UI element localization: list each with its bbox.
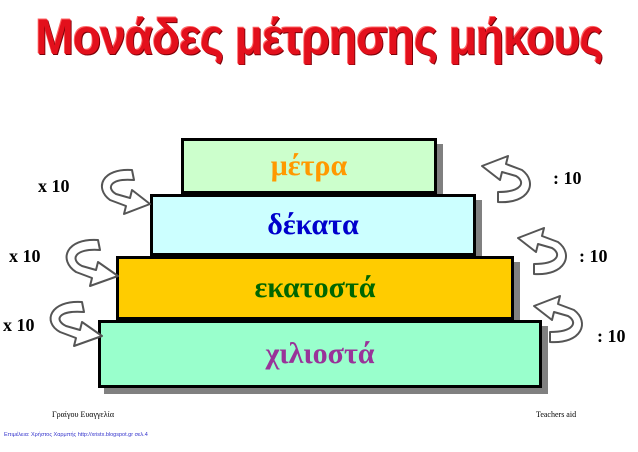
curved-arrow-up-icon: [533, 295, 583, 344]
source-credit: Teachers aid: [536, 410, 577, 419]
divide-label: : 10: [579, 246, 608, 266]
step-centimeters-label: εκατοστά: [254, 271, 376, 304]
divide-label: : 10: [597, 326, 626, 346]
curved-arrow-up-icon: [517, 227, 567, 276]
multiply-label: x 10: [3, 315, 35, 335]
step-meters: μέτρα: [181, 138, 437, 194]
step-decimeters-label: δέκατα: [267, 208, 359, 241]
step-millimeters: χιλιοστά: [98, 320, 542, 388]
footer-note: Επιμέλεια: Χρήστος Χαρμπής http://xristx…: [4, 432, 148, 438]
curved-arrow-down-icon: [65, 238, 119, 287]
curved-arrow-down-icon: [49, 300, 103, 347]
multiply-label: x 10: [38, 176, 70, 196]
page-title: Μονάδες μέτρησης μήκους: [35, 9, 604, 65]
curved-arrow-up-icon: [481, 155, 531, 204]
multiply-label: x 10: [9, 246, 41, 266]
step-centimeters: εκατοστά: [116, 256, 514, 320]
curved-arrow-down-icon: [100, 168, 151, 215]
step-millimeters-label: χιλιοστά: [265, 337, 375, 370]
divide-label: : 10: [553, 168, 582, 188]
author-credit: Γραίγου Ευαγγελία: [52, 410, 115, 419]
step-meters-label: μέτρα: [270, 149, 348, 182]
step-decimeters: δέκατα: [150, 194, 476, 256]
